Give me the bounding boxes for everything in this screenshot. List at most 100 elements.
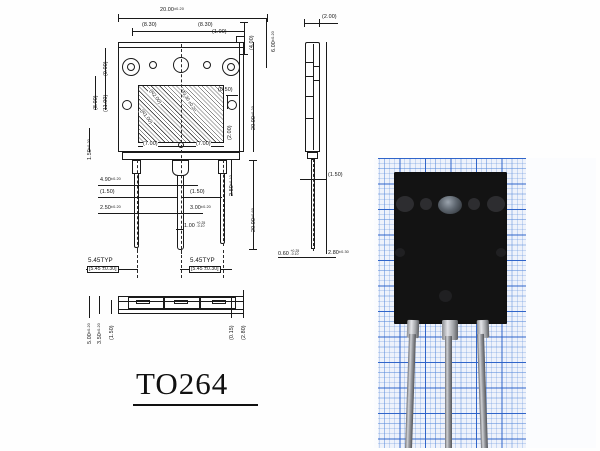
dim-line-9 — [104, 48, 106, 76]
dim-line-overall-width — [118, 17, 268, 19]
dim-line-11 — [104, 76, 106, 110]
ext-line — [304, 19, 305, 27]
dim-pitch-typ-left: 5.45TYP — [88, 257, 113, 264]
dim-line-150-right — [182, 196, 222, 198]
ext-line — [267, 14, 268, 22]
pitch-extension-3 — [222, 250, 224, 278]
dim-edge-offset: (1.00) — [212, 29, 227, 35]
photo-pin-2-shoulder — [442, 320, 458, 340]
dim-pitch-typ-left-bracket: [5.45 ±0.30] — [87, 266, 119, 273]
bottom-edge-line-2 — [118, 309, 244, 310]
dim-right-200: (2.00) — [227, 125, 233, 140]
ext-line — [249, 249, 257, 250]
dim-lead-100: 1.00 +0.25-0.10 — [184, 221, 206, 230]
dim-line-250-right — [230, 160, 232, 196]
side-lead-centerline — [312, 159, 314, 251]
dim-line-side-base — [278, 256, 336, 258]
dim-line-150 — [88, 128, 90, 152]
photo-white-margin-right — [526, 158, 596, 448]
dim-line-pad-left — [138, 145, 181, 147]
dim-left-8: (8.00) — [93, 95, 99, 110]
dim-overall-width: 20.00±0.20 — [160, 7, 184, 13]
ext-line — [118, 14, 119, 22]
bottom-segment-2 — [164, 297, 200, 309]
dim-pitch-right: (8.30) — [198, 22, 213, 28]
dim-line-bottom-150 — [110, 300, 112, 314]
dim-bottom-350: 3.50±0.20 — [97, 323, 103, 344]
corner-radius-mark-left — [122, 100, 132, 110]
photo-pin-2 — [445, 336, 452, 448]
dim-left-150: 1.50±0.20 — [87, 139, 93, 160]
centerline-lead-3 — [222, 160, 224, 246]
dim-lead-300: 3.00±0.20 — [190, 205, 211, 212]
ext-line — [240, 22, 248, 23]
photo-mounting-hole-left — [396, 196, 414, 212]
part-number-underline — [133, 404, 258, 406]
leader-line — [176, 228, 184, 230]
bottom-lead-stub-2 — [174, 300, 188, 304]
dim-pitch-left: (8.30) — [142, 22, 157, 28]
dim-left-11: (11.00) — [103, 94, 109, 112]
dim-lead-length: 20.00±0.60 — [251, 208, 257, 232]
dim-line-mount-height — [243, 22, 245, 54]
side-body-center-edge — [313, 44, 314, 150]
bottom-body-outline — [118, 296, 244, 314]
photo-dent-right — [496, 248, 506, 257]
photo-locator-right — [468, 198, 480, 210]
photo-dent-left — [395, 248, 405, 257]
dim-line-top-band — [265, 18, 267, 68]
side-detail-line — [306, 62, 313, 63]
locator-mark-left — [149, 61, 157, 69]
dim-left-9: (9.00) — [103, 61, 109, 76]
corner-radius-mark-right — [227, 100, 237, 110]
side-shoulder — [307, 152, 318, 159]
dim-side-060: 0.60 +0.25-0.10 — [278, 249, 300, 257]
dim-line-pitch-right — [188, 30, 244, 32]
dim-bottom-500: 5.00±0.20 — [87, 323, 93, 344]
side-detail-line — [306, 96, 313, 97]
dim-lead-150-left: (1.50) — [100, 189, 115, 196]
ext-line — [240, 54, 248, 55]
dim-bottom-015: (0.15) — [229, 325, 235, 340]
pitch-extension-1 — [136, 250, 138, 278]
photo-marking-dot — [439, 290, 452, 302]
dim-line-lead-length — [252, 160, 254, 250]
side-detail-line — [313, 80, 320, 81]
dim-lead-250-right: 2.50±0.10 — [229, 175, 235, 196]
dim-line-side-200 — [304, 22, 338, 24]
ext-line — [244, 28, 245, 36]
bottom-lead-stub-1 — [136, 300, 150, 304]
ext-line — [226, 95, 228, 109]
dim-top-band: 6.00±0.20 — [271, 31, 277, 52]
bottom-segment-3 — [200, 297, 236, 309]
dim-line-150-left — [98, 196, 178, 198]
pitch-extension-2 — [180, 250, 182, 278]
side-detail-line — [313, 66, 320, 67]
leader-line — [236, 36, 244, 37]
dim-line-bottom-280 — [242, 290, 244, 318]
dim-lead-250: 2.50±0.20 — [100, 205, 121, 212]
dim-right-050: (0.50) — [218, 87, 233, 93]
flange-edge — [239, 42, 240, 152]
dim-side-280: 2.80±0.30 — [328, 250, 349, 256]
bottom-edge-line — [118, 301, 244, 302]
dim-line-bottom-500 — [88, 296, 90, 318]
mounting-hole-right — [222, 58, 240, 76]
dim-pad-left: (7.00) — [143, 141, 158, 148]
side-detail-line — [306, 76, 313, 77]
dim-lead-490: 4.90±0.20 — [100, 177, 121, 184]
product-photo — [374, 158, 596, 448]
dim-lead-150-right: (1.50) — [190, 189, 205, 196]
dim-line-side-280 — [325, 42, 327, 254]
dim-line-pitch-left — [132, 30, 188, 32]
dim-line-side-150 — [300, 178, 326, 180]
dim-overall-height: 20.00±0.20 — [251, 106, 257, 130]
dim-line-overall-height — [252, 42, 254, 152]
dim-bottom-280: (2.80) — [241, 325, 247, 340]
leader-line — [226, 95, 238, 96]
mounting-hole-left — [122, 58, 140, 76]
side-body-outline — [305, 42, 320, 152]
mounting-hole-left-inner — [127, 63, 135, 71]
photo-locator-left — [420, 198, 432, 210]
dim-pitch-typ-right: 5.45TYP — [190, 257, 215, 264]
